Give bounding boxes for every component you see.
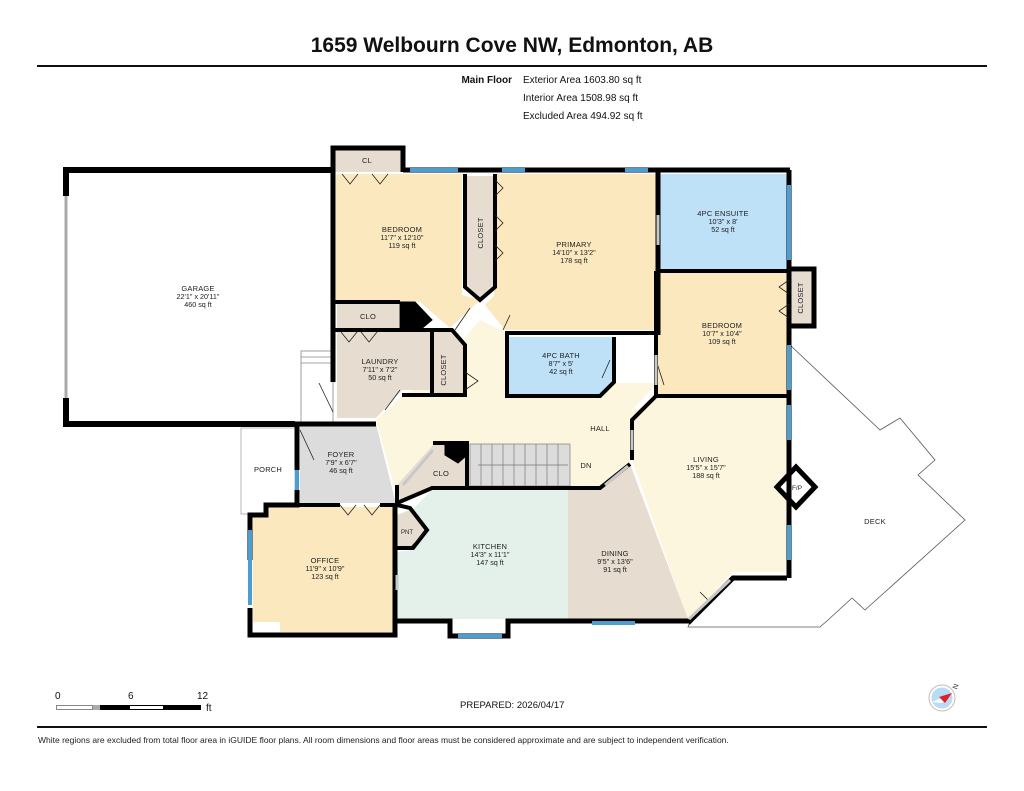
stairs-dn-label: DN: [580, 461, 591, 470]
garage-dims: 22'1" x 20'11": [177, 292, 220, 301]
clo-laundry-label: CLO: [360, 312, 376, 321]
disclaimer-text: White regions are excluded from total fl…: [38, 735, 729, 745]
footer-divider: [37, 726, 987, 728]
cl-area: [334, 150, 402, 172]
scale-tick-12: 12: [197, 691, 209, 702]
deck-label: DECK: [864, 517, 886, 526]
clo-laundry-area: [337, 304, 399, 328]
page-title: 1659 Welbourn Cove NW, Edmonton, AB: [310, 34, 714, 57]
foyer-label: FOYER: [328, 450, 355, 459]
bath-area-text: 42 sq ft: [549, 367, 573, 376]
closet-primary-label: CLOSET: [476, 217, 485, 248]
pantry-label: PNT: [401, 530, 413, 536]
garage-area: [65, 171, 332, 423]
laundry-area-text: 50 sq ft: [368, 373, 392, 382]
ensuite-area-text: 52 sq ft: [711, 225, 735, 234]
door-openings: [395, 215, 732, 621]
dining-area: [568, 464, 688, 619]
bedroom1-area-text: 119 sq ft: [388, 241, 415, 250]
dining-label: DINING: [601, 549, 628, 558]
primary-label: PRIMARY: [556, 240, 591, 249]
prepared-date: PREPARED: 2026/04/17: [460, 700, 565, 711]
primary-area: [485, 174, 656, 330]
kitchen-area: [397, 490, 568, 619]
stairs: [469, 443, 571, 487]
scale-tick-0: 0: [55, 691, 61, 702]
dining-dims: 9'5" x 13'6": [597, 557, 633, 566]
living-label: LIVING: [693, 455, 719, 464]
living-area: [632, 398, 787, 620]
bedroom1-dims: 11'7" x 12'10": [381, 233, 424, 242]
scale-segment: [164, 705, 201, 710]
foyer-area: [300, 424, 395, 503]
clo-stairs-area: [397, 445, 467, 500]
laundry-label: LAUNDRY: [361, 357, 398, 366]
kitchen-area-text: 147 sq ft: [476, 558, 504, 567]
walls: [63, 145, 819, 639]
bedroom1-area: [336, 174, 480, 328]
closet-bedroom2-label: CLOSET: [796, 282, 805, 313]
bath-dims: 8'7" x 5': [549, 359, 575, 368]
ensuite-label: 4PC ENSUITE: [697, 209, 748, 218]
foyer-dims: 7'9" x 6'7": [325, 458, 357, 467]
header-divider: [37, 65, 987, 67]
living-dims: 15'5" x 15'7": [686, 463, 726, 472]
closet-laundry-area: [434, 332, 463, 393]
kitchen-dims: 14'3" x 11'1": [471, 550, 510, 559]
laundry-area: [337, 332, 430, 418]
ensuite-area: [660, 174, 787, 269]
cl-label: CL: [362, 156, 372, 165]
interior-area: Interior Area 1508.98 sq ft: [523, 93, 639, 104]
door-swings: [299, 173, 790, 601]
bedroom2-dims: 10'7" x 10'4": [702, 329, 742, 338]
porch-label: PORCH: [254, 465, 282, 474]
office-area: [253, 507, 393, 632]
windows: [248, 168, 791, 638]
scale-segment: [129, 705, 164, 710]
ensuite-dims: 10'3" x 8': [709, 217, 739, 226]
fireplace-label: F/P: [792, 485, 802, 492]
office-dims: 11'9" x 10'9": [306, 564, 345, 573]
compass-north-label: N: [952, 683, 960, 690]
scale-unit: ft: [206, 703, 212, 714]
kitchen-label: KITCHEN: [473, 542, 507, 551]
closet-laundry-label: CLOSET: [439, 354, 448, 385]
bath-area: [509, 337, 612, 394]
hall-label: HALL: [590, 424, 610, 433]
laundry-dims: 7'11" x 7'2": [363, 365, 398, 374]
closet-primary-area: [467, 176, 493, 298]
scale-tick-6: 6: [128, 691, 134, 702]
compass-icon: N: [928, 683, 960, 712]
pantry-area: [397, 510, 425, 548]
scale-segment: [100, 705, 129, 710]
floor-label: Main Floor: [461, 75, 512, 86]
scale-segment: [93, 705, 100, 710]
primary-dims: 14'10" x 13'2": [552, 248, 596, 257]
bedroom1-label: BEDROOM: [382, 225, 422, 234]
room-labels: GARAGE 22'1" x 20'11" 460 sq ft CL BEDRO…: [177, 156, 886, 581]
garage-area-text: 460 sq ft: [184, 300, 212, 309]
closet-bedroom2-area: [790, 272, 812, 324]
foyer-area-text: 46 sq ft: [329, 466, 353, 475]
primary-area-text: 178 sq ft: [560, 256, 588, 265]
bedroom2-area-text: 109 sq ft: [708, 337, 736, 346]
clo-stairs-label: CLO: [433, 469, 449, 478]
porch-area: [240, 427, 296, 515]
office-label: OFFICE: [311, 556, 340, 565]
bath-label: 4PC BATH: [542, 351, 580, 360]
living-area-text: 188 sq ft: [692, 471, 720, 480]
dining-area-text: 91 sq ft: [603, 565, 627, 574]
scale-segment: [56, 705, 93, 710]
bedroom2-label: BEDROOM: [702, 321, 742, 330]
office-area-text: 123 sq ft: [311, 572, 339, 581]
bedroom2-area: [657, 273, 787, 395]
exterior-area: Exterior Area 1603.80 sq ft: [523, 75, 642, 86]
garage-label: GARAGE: [181, 284, 214, 293]
excluded-area: Excluded Area 494.92 sq ft: [523, 111, 643, 122]
